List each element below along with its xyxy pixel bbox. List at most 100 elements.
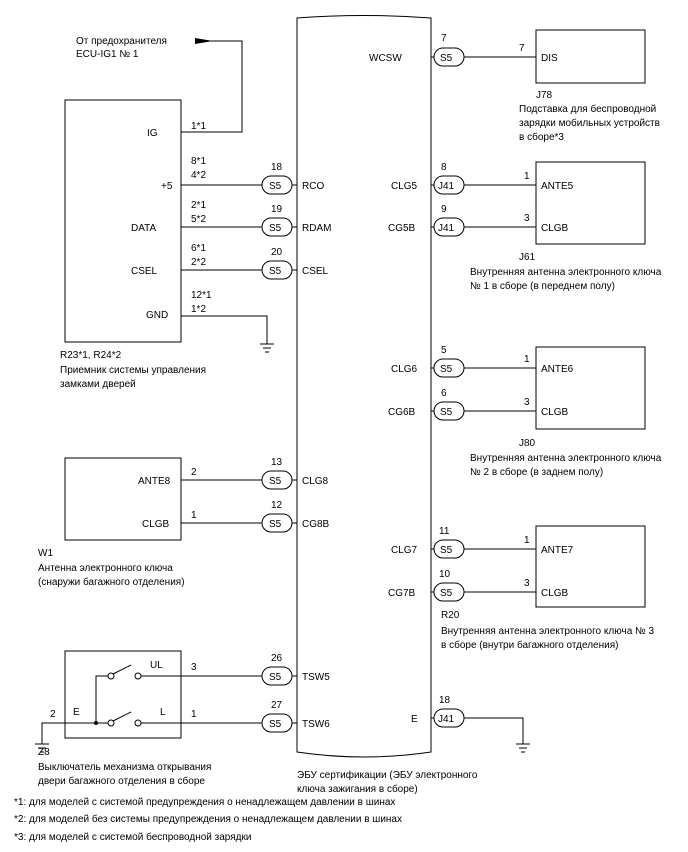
- receiver-name-2: замками дверей: [60, 379, 136, 390]
- fuse-arrow-icon: [195, 38, 213, 44]
- receiver-pin-number: 2*1: [191, 200, 206, 211]
- w1-pin-number: 2: [191, 467, 197, 478]
- w1-box: [64, 457, 182, 541]
- receiver-pin-number: 2*2: [191, 257, 206, 268]
- ground-icon: [260, 343, 274, 353]
- svg-text:CG5B: CG5B: [388, 223, 416, 234]
- r20-id: R20: [441, 610, 460, 621]
- ecu-right-terminal: CLG7 S5 11: [391, 526, 465, 559]
- svg-text:CLG6: CLG6: [391, 364, 418, 375]
- ecu-right-terminal: CG6B S5 6: [388, 388, 465, 421]
- svg-text:S5: S5: [269, 181, 282, 192]
- svg-text:19: 19: [271, 204, 283, 215]
- wire-e-ground: [464, 717, 524, 744]
- svg-text:S5: S5: [269, 719, 282, 730]
- receiver-pin-number: 5*2: [191, 214, 206, 225]
- w1-pin-label: ANTE8: [138, 476, 171, 487]
- j61-id: J61: [519, 252, 536, 263]
- svg-text:CLG7: CLG7: [391, 545, 418, 556]
- r20-box: [535, 525, 646, 608]
- z8-name-2: двери багажного отделения в сборе: [38, 775, 205, 787]
- z8-l-label: L: [160, 707, 166, 718]
- ecu-left-terminal: 26 S5 TSW5: [261, 653, 330, 686]
- footnote: *1: для моделей с системой предупреждени…: [14, 797, 395, 808]
- ecu-left-terminal: 18 S5 RCO: [261, 162, 324, 195]
- footnote: *2: для моделей без системы предупрежден…: [14, 813, 402, 825]
- j61-pin-number: 3: [524, 213, 530, 224]
- svg-text:20: 20: [271, 247, 283, 258]
- ecu-left-terminal: 19 S5 RDAM: [261, 204, 331, 237]
- z8-ul-label: UL: [150, 660, 163, 671]
- dis-pin-label: DIS: [541, 53, 558, 64]
- svg-text:J41: J41: [438, 181, 455, 192]
- switch-ul-icon: [95, 664, 181, 723]
- svg-text:S5: S5: [440, 407, 453, 418]
- j61-pin-label: ANTE5: [541, 181, 574, 192]
- z8-box: [64, 650, 182, 739]
- dis-box: [535, 29, 646, 84]
- switch-l-icon: [65, 711, 181, 727]
- ecu-right-terminal: CG5B J41 9: [388, 204, 465, 237]
- j80-name-1: Внутренняя антенна электронного ключа: [470, 453, 662, 464]
- j61-pin-label: CLGB: [541, 223, 569, 234]
- w1-pin-number: 1: [191, 510, 197, 521]
- j80-box: [535, 346, 646, 430]
- svg-text:CSEL: CSEL: [302, 266, 329, 277]
- svg-text:13: 13: [271, 457, 283, 468]
- svg-text:S5: S5: [440, 545, 453, 556]
- svg-text:CLG5: CLG5: [391, 181, 418, 192]
- svg-text:12: 12: [271, 500, 283, 511]
- receiver-box: [64, 99, 182, 343]
- j61-box: [535, 161, 646, 245]
- ground-icon: [35, 743, 49, 753]
- receiver-pin-number: 4*2: [191, 170, 206, 181]
- dis-pin-number: 7: [519, 43, 525, 54]
- receiver-pin-number: 6*1: [191, 243, 206, 254]
- svg-text:WCSW: WCSW: [369, 53, 402, 64]
- receiver-pin-number: 12*1: [191, 290, 212, 301]
- svg-text:J41: J41: [438, 223, 455, 234]
- receiver-pin-label: +5: [161, 181, 173, 192]
- fuse-note-2: ECU-IG1 № 1: [76, 49, 139, 60]
- receiver-name-1: Приемник системы управления: [60, 365, 206, 376]
- svg-text:S5: S5: [440, 53, 453, 64]
- svg-text:TSW6: TSW6: [302, 719, 330, 730]
- ground-icon: [516, 743, 530, 753]
- ig-feed-wire: [181, 40, 243, 133]
- svg-text:18: 18: [439, 695, 451, 706]
- svg-text:18: 18: [271, 162, 283, 173]
- w1-name-1: Антенна электронного ключа: [38, 563, 173, 574]
- j78-name-3: в сборе*3: [519, 131, 564, 143]
- receiver-pin-label: GND: [146, 310, 168, 321]
- receiver-pin-label: CSEL: [131, 266, 158, 277]
- svg-text:S5: S5: [440, 588, 453, 599]
- r20-name-2: в сборе (внутри багажного отделения): [441, 639, 618, 651]
- svg-text:8: 8: [441, 162, 447, 173]
- z8-pin-number: 1: [191, 709, 197, 720]
- svg-text:26: 26: [271, 653, 283, 664]
- fuse-note-1: От предохранителя: [76, 36, 167, 47]
- svg-text:S5: S5: [269, 519, 282, 530]
- receiver-pin-label: DATA: [131, 223, 157, 234]
- footnote: *3: для моделей с системой беспроводной …: [14, 831, 251, 843]
- r20-pin-label: ANTE7: [541, 545, 574, 556]
- ecu-caption-1: ЭБУ сертификации (ЭБУ электронного: [297, 769, 478, 781]
- svg-text:S5: S5: [269, 672, 282, 683]
- z8-pin-number: 2: [50, 709, 56, 720]
- wire-gnd: [181, 315, 268, 344]
- r20-pin-label: CLGB: [541, 588, 569, 599]
- z8-name-1: Выключатель механизма открывания: [38, 762, 211, 773]
- svg-text:S5: S5: [269, 266, 282, 277]
- receiver-id: R23*1, R24*2: [60, 350, 122, 361]
- svg-text:6: 6: [441, 388, 447, 399]
- svg-text:RCO: RCO: [302, 181, 324, 192]
- svg-text:TSW5: TSW5: [302, 672, 330, 683]
- svg-text:CG7B: CG7B: [388, 588, 416, 599]
- z8-e-label: E: [73, 707, 80, 718]
- svg-text:CG8B: CG8B: [302, 519, 330, 530]
- j78-id: J78: [536, 90, 553, 101]
- svg-text:J41: J41: [438, 714, 455, 725]
- j61-pin-number: 1: [524, 171, 530, 182]
- ecu-body: [296, 15, 432, 758]
- j78-name-1: Подставка для беспроводной: [519, 103, 656, 115]
